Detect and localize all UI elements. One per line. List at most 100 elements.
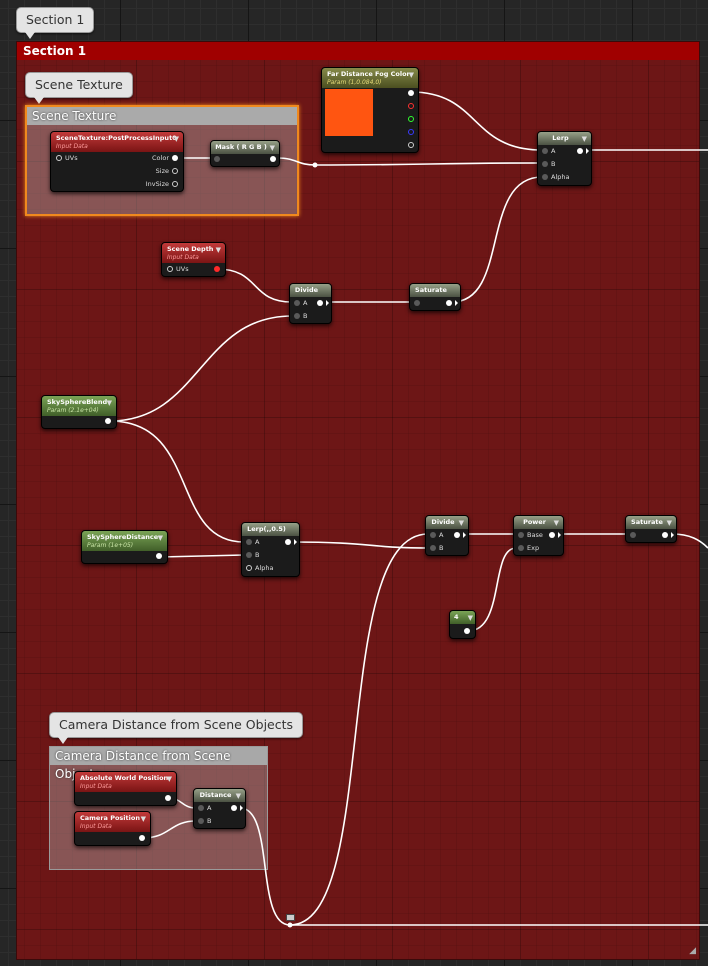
pin-power-base-input[interactable] bbox=[518, 532, 524, 538]
pin-depth-uvs-input[interactable] bbox=[167, 266, 173, 272]
pin-g-output[interactable] bbox=[408, 116, 414, 122]
pin-distance-output[interactable] bbox=[231, 805, 237, 811]
color-swatch[interactable] bbox=[325, 89, 373, 136]
section-comment-bubble[interactable]: Section 1 bbox=[16, 7, 95, 39]
collapse-arrow-icon[interactable]: ▼ bbox=[166, 775, 172, 783]
collapse-arrow-icon[interactable]: ▼ bbox=[458, 519, 464, 527]
pin-lerp-alpha-input[interactable] bbox=[542, 174, 548, 180]
node-lerp-top[interactable]: Lerp▼ A B Alpha bbox=[537, 131, 592, 186]
pin-lerpmid-output[interactable] bbox=[285, 539, 291, 545]
pin-lerp-output[interactable] bbox=[577, 148, 583, 154]
comment-box-title[interactable]: Section 1 bbox=[17, 42, 699, 60]
node-mask-header[interactable]: Mask ( R G B )▼ bbox=[211, 141, 279, 154]
collapse-arrow-icon[interactable]: ▼ bbox=[408, 71, 414, 79]
node-divide-mid-header[interactable]: Divide▼ bbox=[426, 516, 468, 529]
pin-saturate-output[interactable] bbox=[446, 300, 452, 306]
collapse-arrow-icon[interactable]: ▼ bbox=[157, 534, 163, 542]
pin-power-exp-input[interactable] bbox=[518, 545, 524, 551]
pin-lerpmid-alpha-input[interactable] bbox=[246, 565, 252, 571]
pin-size-output[interactable] bbox=[172, 168, 178, 174]
pin-divide-output[interactable] bbox=[317, 300, 323, 306]
pin-mask-output[interactable] bbox=[270, 156, 276, 162]
node-constant-4[interactable]: 4▼ bbox=[449, 610, 476, 639]
pin-dividemid-a-input[interactable] bbox=[430, 532, 436, 538]
collapse-arrow-icon[interactable]: ▼ bbox=[140, 815, 146, 823]
collapse-arrow-icon[interactable]: ▼ bbox=[467, 614, 473, 622]
pin-dividemid-output[interactable] bbox=[454, 532, 460, 538]
pin-lerpmid-a-input[interactable] bbox=[246, 539, 252, 545]
collapse-arrow-icon[interactable]: ▼ bbox=[269, 144, 275, 152]
pin-cam-pos-output[interactable] bbox=[139, 835, 145, 841]
node-distance-header[interactable]: Distance▼ bbox=[194, 789, 245, 802]
node-power[interactable]: Power▼ Base Exp bbox=[513, 515, 564, 556]
pin-power-output[interactable] bbox=[549, 532, 555, 538]
pin-color-output[interactable] bbox=[172, 155, 178, 161]
collapse-arrow-icon[interactable]: ▼ bbox=[235, 792, 241, 800]
node-divide-top-header[interactable]: Divide bbox=[290, 284, 331, 297]
pin-mask-input[interactable] bbox=[214, 156, 220, 162]
pin-invsize-output[interactable] bbox=[172, 181, 178, 187]
pin-saturatemid-input[interactable] bbox=[630, 532, 636, 538]
node-saturate-top[interactable]: Saturate bbox=[409, 283, 461, 311]
pin-depth-output[interactable] bbox=[214, 266, 220, 272]
pin-distance-b-input[interactable] bbox=[198, 818, 204, 824]
pin-sky-distance-output[interactable] bbox=[156, 553, 162, 559]
pin-a-output[interactable] bbox=[408, 142, 414, 148]
node-lerp-mid-header[interactable]: Lerp(,,0.5) bbox=[242, 523, 299, 536]
collapse-arrow-icon[interactable]: ▼ bbox=[553, 519, 559, 527]
node-distance[interactable]: Distance▼ A B bbox=[193, 788, 246, 829]
pin-r-output[interactable] bbox=[408, 103, 414, 109]
node-power-header[interactable]: Power▼ bbox=[514, 516, 563, 529]
pin-constant-output[interactable] bbox=[464, 628, 470, 634]
pin-saturate-input[interactable] bbox=[414, 300, 420, 306]
node-saturate-mid[interactable]: Saturate▼ bbox=[625, 515, 677, 543]
collapse-arrow-icon[interactable]: ▼ bbox=[215, 246, 221, 254]
node-divide-mid[interactable]: Divide▼ A B bbox=[425, 515, 469, 556]
collapse-arrow-icon[interactable]: ▼ bbox=[581, 135, 587, 143]
scene-texture-group-title: Scene Texture bbox=[27, 107, 297, 125]
pin-divide-b-label: B bbox=[303, 312, 308, 320]
node-lerp-mid[interactable]: Lerp(,,0.5) A B Alpha bbox=[241, 522, 300, 577]
pin-uvs-input[interactable] bbox=[56, 155, 62, 161]
pin-rgb-output[interactable] bbox=[408, 90, 414, 96]
pin-lerp-b-input[interactable] bbox=[542, 161, 548, 167]
node-saturate-mid-header[interactable]: Saturate▼ bbox=[626, 516, 676, 529]
pin-distance-a-input[interactable] bbox=[198, 805, 204, 811]
pin-abs-world-output[interactable] bbox=[165, 795, 171, 801]
reroute-node[interactable] bbox=[286, 914, 295, 921]
pin-lerpmid-b-input[interactable] bbox=[246, 552, 252, 558]
camera-group-bubble[interactable]: Camera Distance from Scene Objects bbox=[49, 712, 304, 744]
collapse-arrow-icon[interactable]: ▼ bbox=[173, 135, 179, 143]
pin-divide-a-input[interactable] bbox=[294, 300, 300, 306]
node-divide-top[interactable]: Divide A B bbox=[289, 283, 332, 324]
collapse-arrow-icon[interactable]: ▼ bbox=[106, 399, 112, 407]
node-saturate-top-header[interactable]: Saturate bbox=[410, 284, 460, 297]
scene-texture-group-bubble[interactable]: Scene Texture bbox=[25, 72, 133, 104]
collapse-arrow-icon[interactable]: ▼ bbox=[666, 519, 672, 527]
node-constant-header[interactable]: 4▼ bbox=[450, 611, 475, 624]
pin-divide-b-input[interactable] bbox=[294, 313, 300, 319]
node-lerp-top-header[interactable]: Lerp▼ bbox=[538, 132, 591, 145]
pin-dividemid-b-input[interactable] bbox=[430, 545, 436, 551]
pin-lerp-a-input[interactable] bbox=[542, 148, 548, 154]
comment-box-section-1[interactable]: Section 1 ◢ bbox=[16, 41, 700, 960]
pin-saturatemid-output[interactable] bbox=[662, 532, 668, 538]
node-mask-rgb[interactable]: Mask ( R G B )▼ bbox=[210, 140, 280, 167]
pin-sky-blend-output[interactable] bbox=[105, 418, 111, 424]
pin-b-output[interactable] bbox=[408, 129, 414, 135]
resize-handle-icon[interactable]: ◢ bbox=[689, 946, 696, 956]
